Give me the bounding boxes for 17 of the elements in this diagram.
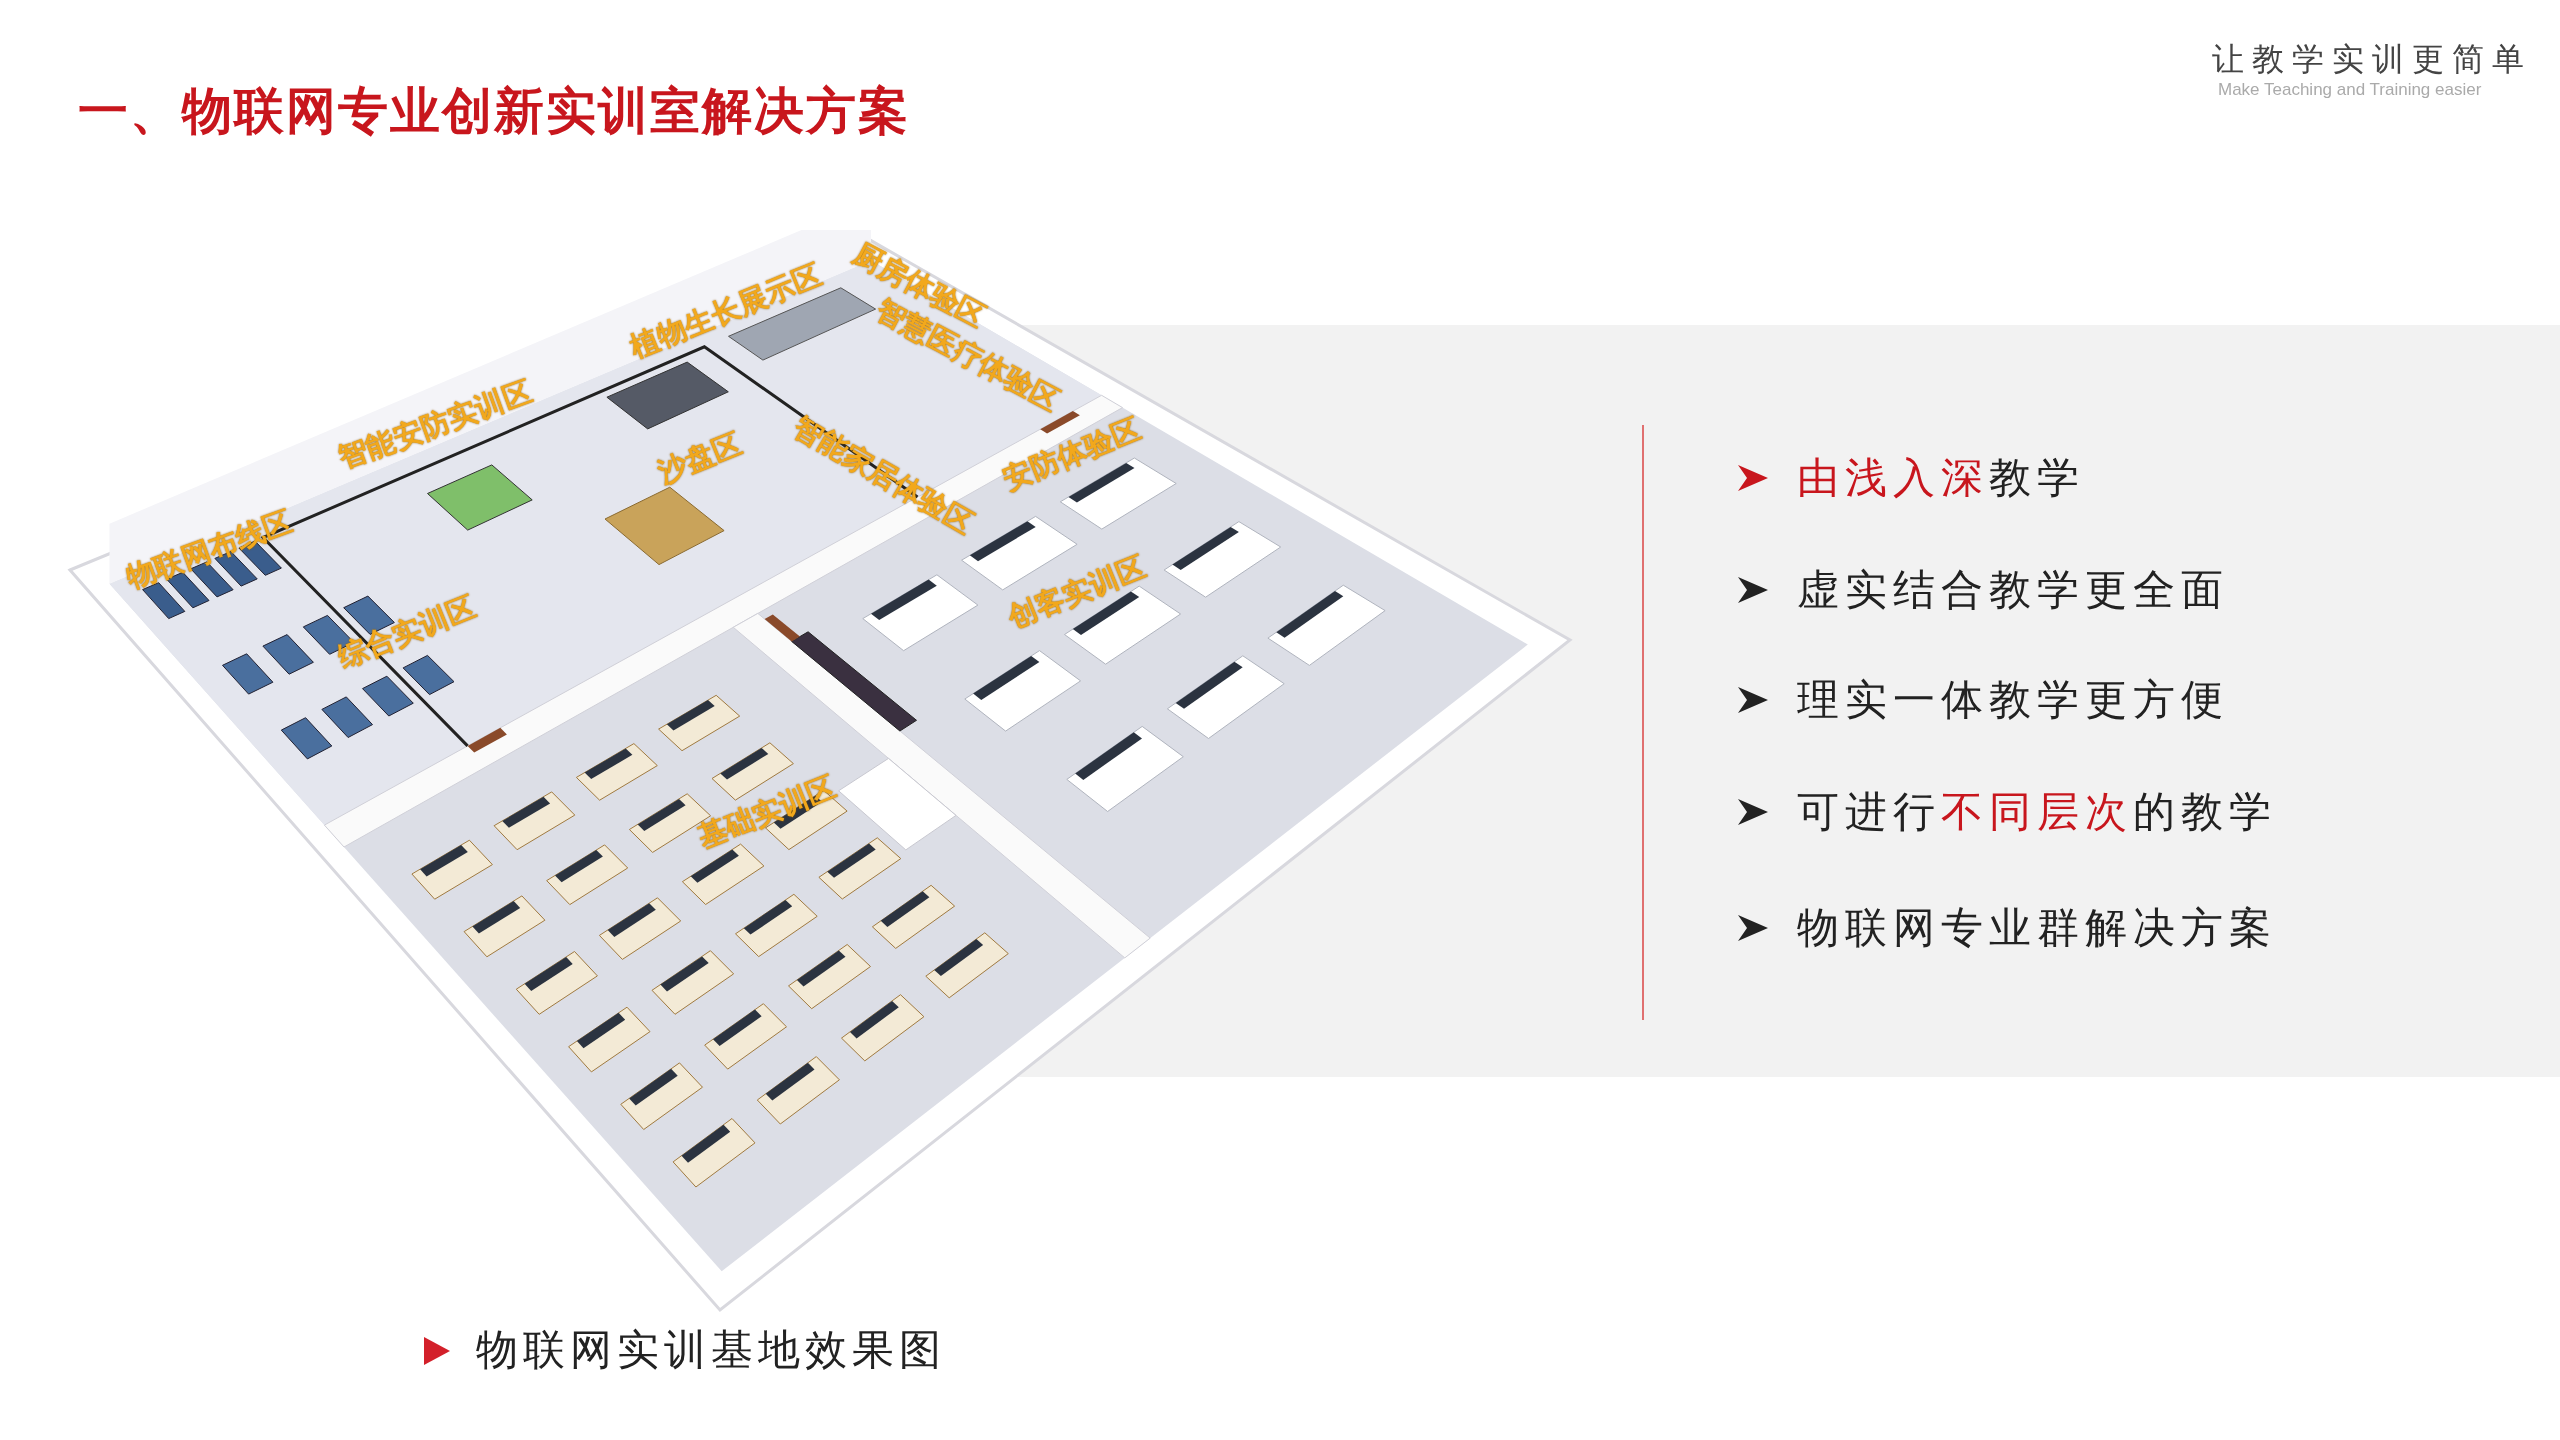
bullet-text: 虚实结合教学更全面 <box>1797 564 2229 616</box>
room-label: 智能家居体验区 <box>786 408 981 543</box>
room-label: 物联网布线区 <box>121 502 298 598</box>
bullet-text: 物联网专业群解决方案 <box>1797 902 2277 954</box>
slogan: 让教学实训更简单 <box>2212 39 2532 80</box>
room-label: 基础实训区 <box>692 768 842 857</box>
bullet-text: 理实一体教学更方便 <box>1797 674 2229 726</box>
slogan-subtitle: Make Teaching and Training easier <box>2218 80 2482 100</box>
room-label: 植物生长展示区 <box>624 256 828 367</box>
caption: 物联网实训基地效果图 <box>476 1324 946 1376</box>
title: 一、物联网专业创新实训室解决方案 <box>78 81 910 142</box>
room-label: 创客实训区 <box>1002 548 1152 637</box>
room-label: 综合实训区 <box>332 588 482 677</box>
bullet-text: 可进行不同层次的教学 <box>1797 786 2277 838</box>
bullet-text: 由浅入深教学 <box>1797 452 2085 504</box>
room-label: 沙盘区 <box>652 424 748 492</box>
room-label: 智能安防实训区 <box>333 372 538 478</box>
